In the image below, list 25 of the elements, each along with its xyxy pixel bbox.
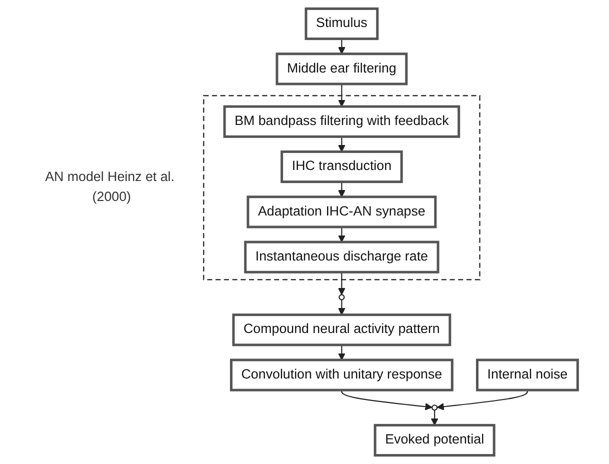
node-box: Convolution with unitary response [230,358,454,392]
node-box: Compound neural activity pattern [232,314,452,346]
node-circle [432,404,438,411]
arrow [338,136,346,152]
node-box: Evoked potential [374,424,496,457]
arrow [338,300,346,316]
node-label: AN model Heinz et al. (2000) [45,170,174,204]
node-box: Stimulus [304,7,379,40]
arrow [338,38,346,54]
node-box: BM bandpass filtering with feedback [223,105,460,138]
arrow [338,272,346,296]
node-box: Adaptation IHC-AN synapse [246,196,437,228]
arrow [341,390,432,410]
node-circle [338,294,345,300]
arrow [338,182,346,198]
node-box: Instantaneous discharge rate [244,240,440,274]
node-box: Middle ear filtering [276,52,408,86]
arrow [338,344,346,360]
arrow [436,390,528,410]
node-box: IHC transduction [280,150,403,184]
cluster [203,95,480,280]
arrow [338,226,346,242]
arrow [338,84,346,107]
arrow [430,410,438,426]
node-box: Internal noise [476,358,579,392]
